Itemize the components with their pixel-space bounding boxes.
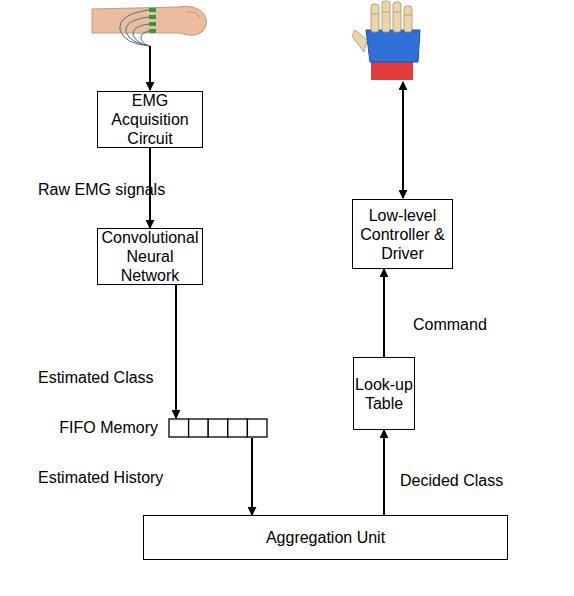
- memory-cell: [189, 419, 209, 437]
- edge-label: Estimated History: [38, 468, 163, 487]
- process-box: Low-level Controller & Driver: [352, 199, 453, 269]
- memory-cell: [208, 419, 228, 437]
- flow-arrow: [251, 438, 253, 515]
- edge-label: Estimated Class: [38, 368, 154, 387]
- edge-label: Decided Class: [400, 471, 503, 490]
- prosthetic-hand-illustration: [352, 1, 420, 80]
- memory-cell: [228, 419, 248, 437]
- memory-cell: [247, 419, 267, 437]
- process-box: Convolutional Neural Network: [97, 228, 203, 285]
- box-label: EMG Acquisition Circuit: [98, 91, 202, 148]
- edge-label: Command: [413, 315, 487, 334]
- memory-cells: [168, 418, 268, 438]
- forearm-illustration: [92, 6, 207, 46]
- signal-wire: [149, 46, 151, 90]
- fifo-memory: FIFO Memory: [168, 418, 268, 438]
- box-label: Low-level Controller & Driver: [353, 206, 452, 263]
- flow-arrow: [149, 148, 151, 228]
- flow-arrow: [383, 430, 385, 515]
- process-box: EMG Acquisition Circuit: [97, 91, 203, 148]
- box-label: Aggregation Unit: [266, 528, 385, 547]
- memory-cell: [169, 419, 189, 437]
- box-label: Convolutional Neural Network: [98, 228, 202, 285]
- flow-arrow: [175, 285, 177, 418]
- lookup-box: Look-up Table: [353, 357, 415, 430]
- process-box: Aggregation Unit: [143, 515, 508, 560]
- flow-arrow: [383, 269, 385, 357]
- edge-label: Raw EMG signals: [38, 180, 165, 199]
- memory-label: FIFO Memory: [59, 418, 158, 437]
- box-label: Look-up Table: [354, 375, 414, 413]
- feedback-wire: [402, 82, 404, 198]
